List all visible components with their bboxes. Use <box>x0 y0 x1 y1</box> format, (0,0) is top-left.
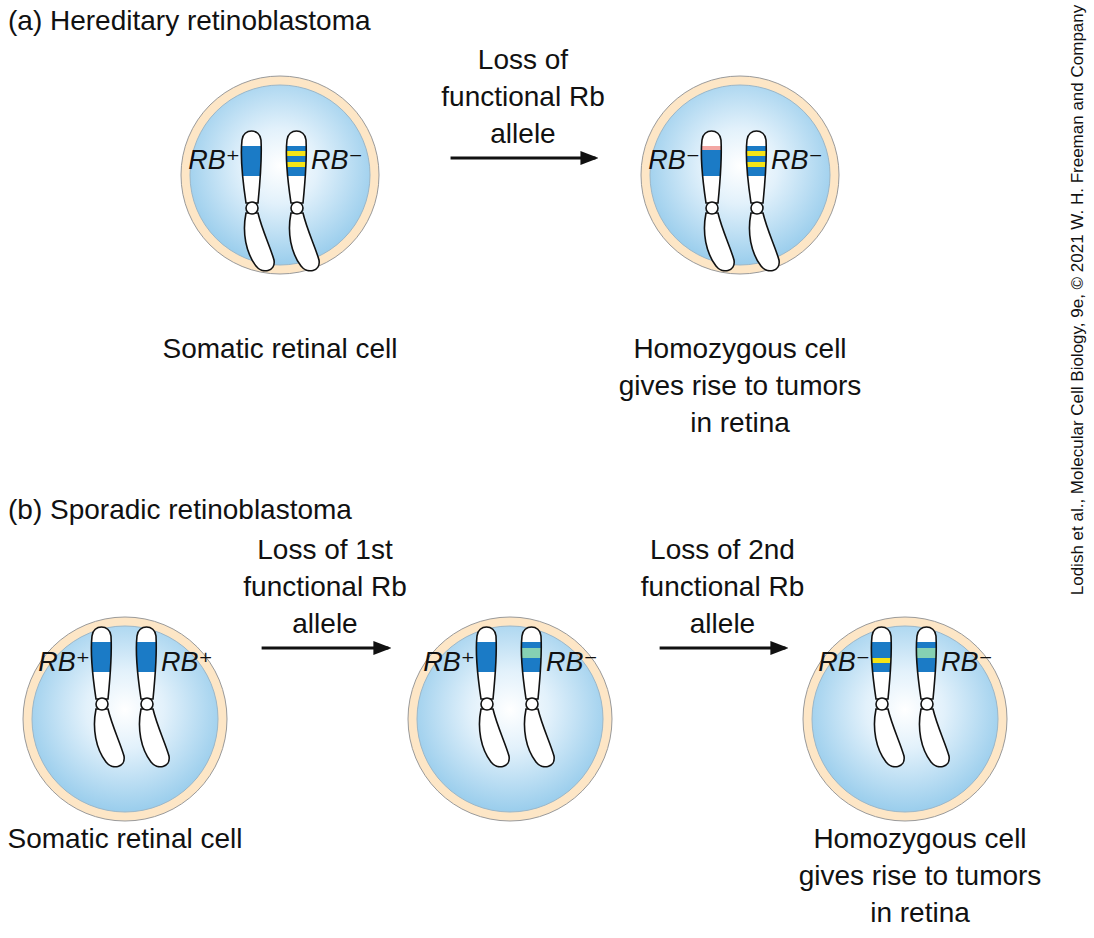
centromere <box>706 202 718 214</box>
cell-caption: Somatic retinal cell <box>5 820 245 857</box>
chromosome-outline <box>871 627 891 699</box>
panel-title: (a) Hereditary retinoblastoma <box>8 4 371 38</box>
chromosome-arm <box>289 213 319 271</box>
chromosome-outline <box>241 131 261 203</box>
allele-label: RB⁻ <box>806 646 870 678</box>
panel-title: (b) Sporadic retinoblastoma <box>8 493 352 527</box>
allele-label: RB⁻ <box>771 144 835 176</box>
chromosome-outline <box>521 627 541 699</box>
allele-label: RB⁻ <box>636 144 700 176</box>
edge-label: Loss of 1st functional Rb allele <box>235 531 415 642</box>
arrow-connector <box>660 647 786 650</box>
chromosome-arm <box>524 709 554 767</box>
allele-label: RB⁺ <box>161 646 225 678</box>
chromosome-outline <box>136 627 156 699</box>
chromosome-arm <box>919 709 949 767</box>
chromosome-outline <box>91 627 111 699</box>
chromosome-arm <box>479 709 509 767</box>
cell-node: RB⁻RB⁻Homozygous cell gives rise to tumo… <box>802 616 1008 822</box>
chromosome-outline <box>746 131 766 203</box>
chromosome-arm <box>749 213 779 271</box>
allele-label: RB⁺ <box>176 144 240 176</box>
chromosome-outline <box>916 627 936 699</box>
chromosome-outline <box>701 131 721 203</box>
centromere <box>526 698 538 710</box>
chromosome-arm <box>874 709 904 767</box>
centromere <box>921 698 933 710</box>
centromere <box>96 698 108 710</box>
edge-label: Loss of functional Rb allele <box>433 41 613 152</box>
edge-label: Loss of 2nd functional Rb allele <box>633 531 813 642</box>
chromosome-arm <box>94 709 124 767</box>
cell-node: RB⁺ RB⁻ <box>407 616 613 822</box>
centromere <box>246 202 258 214</box>
chromosome-arm <box>704 213 734 271</box>
cell-caption: Somatic retinal cell <box>160 330 400 367</box>
arrow-connector <box>262 647 389 650</box>
cell-node: RB⁻RB⁻Homozygous cell gives rise to tumo… <box>640 75 840 275</box>
centromere <box>751 202 763 214</box>
cell-membrane <box>803 617 1007 821</box>
chromosome-arm <box>244 213 274 271</box>
allele-label: RB⁻ <box>941 646 1005 678</box>
chromosome-outline <box>286 131 306 203</box>
credit-note: Lodish et al., Molecular Cell Biology, 9… <box>1068 5 1088 596</box>
allele-label: RB⁻ <box>311 144 375 176</box>
centromere <box>876 698 888 710</box>
cell-caption: Homozygous cell gives rise to tumors in … <box>790 820 1050 931</box>
allele-label: RB⁺ <box>26 646 90 678</box>
cell-outline <box>407 616 613 822</box>
cell-caption: Homozygous cell gives rise to tumors in … <box>610 330 870 441</box>
chromosome-outline <box>476 627 496 699</box>
cell-node: RB⁺RB⁻Somatic retinal cell <box>180 75 380 275</box>
centromere <box>481 698 493 710</box>
cell-membrane <box>408 617 612 821</box>
centromere <box>141 698 153 710</box>
cell-node: RB⁺RB⁺Somatic retinal cell <box>22 616 228 822</box>
allele-label: RB⁺ <box>411 646 475 678</box>
cell-outline <box>802 616 1008 822</box>
cell-membrane <box>23 617 227 821</box>
cell-outline <box>22 616 228 822</box>
allele-label: RB⁻ <box>546 646 610 678</box>
chromosome-arm <box>139 709 169 767</box>
centromere <box>291 202 303 214</box>
arrow-connector <box>451 157 596 160</box>
